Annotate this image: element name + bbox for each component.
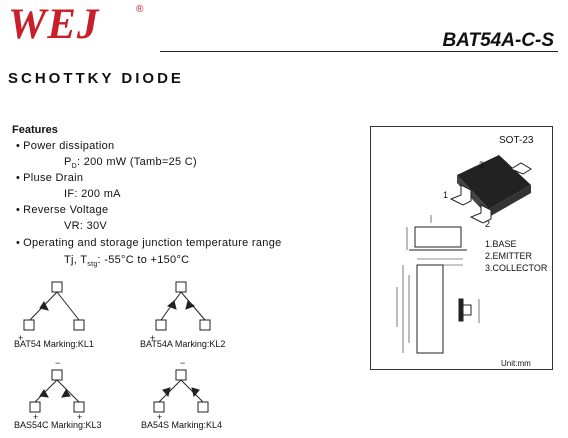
package-side-view — [406, 215, 467, 251]
brand-logo: WEJ — [8, 1, 100, 48]
power-subscript: D — [71, 163, 77, 171]
pin-list-2: 2.EMITTER — [485, 251, 533, 261]
feature-power: Power dissipation — [16, 140, 114, 152]
feature-power-label: Power dissipation — [23, 140, 115, 152]
feature-power-value: PD: 200 mW (Tamb=25 C) — [64, 156, 197, 170]
package-drawing — [396, 155, 532, 354]
power-symbol: P — [64, 156, 72, 168]
bat54a-diagram — [155, 281, 211, 331]
temp-value: : -55°C to +150°C — [97, 254, 190, 266]
feature-temp-value: Tj, Tstg: -55°C to +150°C — [64, 254, 189, 268]
variant-minus-3: − — [55, 358, 61, 368]
variant-plus-4: + — [157, 412, 163, 422]
feature-drain-label: Pluse Drain — [23, 172, 84, 184]
package-top-view — [396, 258, 480, 354]
package-box: SOT-23 — [370, 126, 553, 370]
pin-list-1: 1.BASE — [485, 239, 517, 249]
variant-diagrams — [23, 281, 211, 413]
feature-reverse: Reverse Voltage — [16, 204, 108, 216]
pin-label-1: 1 — [443, 190, 449, 200]
pin-label-2: 2 — [485, 219, 491, 229]
variant-plus-2: + — [150, 333, 156, 343]
bat54-diagram — [23, 281, 85, 331]
bas54c-diagram — [29, 369, 85, 413]
variant-caption-4: BA54S Marking:KL4 — [141, 420, 223, 430]
ba54s-diagram — [153, 369, 209, 413]
temp-tj: Tj, T — [64, 254, 88, 266]
feature-temp: Operating and storage junction temperatu… — [16, 237, 282, 249]
header-rule — [160, 51, 558, 52]
unit-label: Unit:mm — [501, 359, 531, 368]
feature-drain: Pluse Drain — [16, 172, 83, 184]
variant-minus-4: − — [180, 358, 186, 368]
package-3d-icon — [449, 155, 532, 224]
page-title: SCHOTTKY DIODE — [8, 70, 184, 87]
registered-mark: ® — [136, 4, 144, 15]
variant-caption-2: BAT54A Marking:KL2 — [140, 339, 226, 349]
power-value: : 200 mW (Tamb=25 C) — [77, 156, 198, 168]
variant-caption-1: BAT54 Marking:KL1 — [14, 339, 94, 349]
variant-plus-3b: + — [77, 412, 83, 422]
variant-plus-3: + — [33, 412, 39, 422]
part-number: BAT54A-C-S — [442, 30, 554, 51]
pin-label-3: 3 — [479, 160, 485, 170]
feature-drain-value: IF: 200 mA — [64, 188, 121, 200]
temp-subscript: stg — [87, 261, 98, 269]
pin-list-3: 3.COLLECTOR — [485, 263, 548, 273]
feature-reverse-label: Reverse Voltage — [23, 204, 109, 216]
features-heading: Features — [12, 124, 58, 136]
package-name: SOT-23 — [499, 135, 534, 146]
feature-temp-label: Operating and storage junction temperatu… — [23, 237, 282, 249]
feature-reverse-value: VR: 30V — [64, 220, 108, 232]
variant-caption-3: BAS54C Marking:KL3 — [14, 420, 102, 430]
variant-plus-1: + — [18, 333, 24, 343]
